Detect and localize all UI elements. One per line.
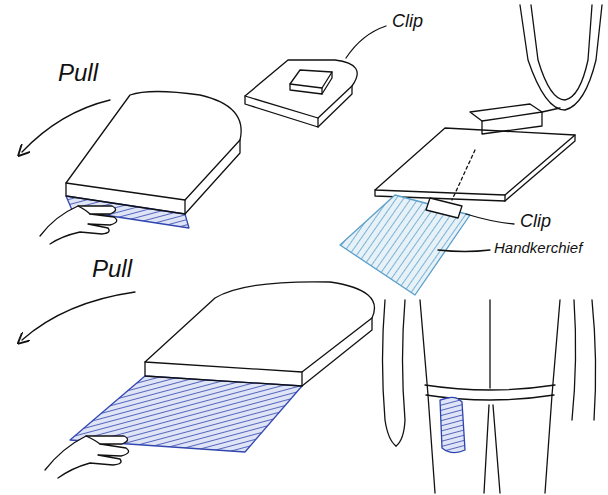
wearer-figure bbox=[383, 300, 596, 493]
clip-assembly bbox=[340, 5, 602, 295]
part-name: Clip bbox=[520, 212, 551, 232]
pull-slab-large bbox=[22, 282, 374, 478]
action-label: Pull bbox=[58, 60, 98, 86]
clip-part bbox=[245, 26, 386, 127]
action-label: Pull bbox=[92, 256, 132, 282]
part-name: Handkerchief bbox=[494, 240, 582, 257]
pull-slab-small bbox=[22, 92, 241, 245]
part-name: Clip bbox=[392, 12, 423, 32]
